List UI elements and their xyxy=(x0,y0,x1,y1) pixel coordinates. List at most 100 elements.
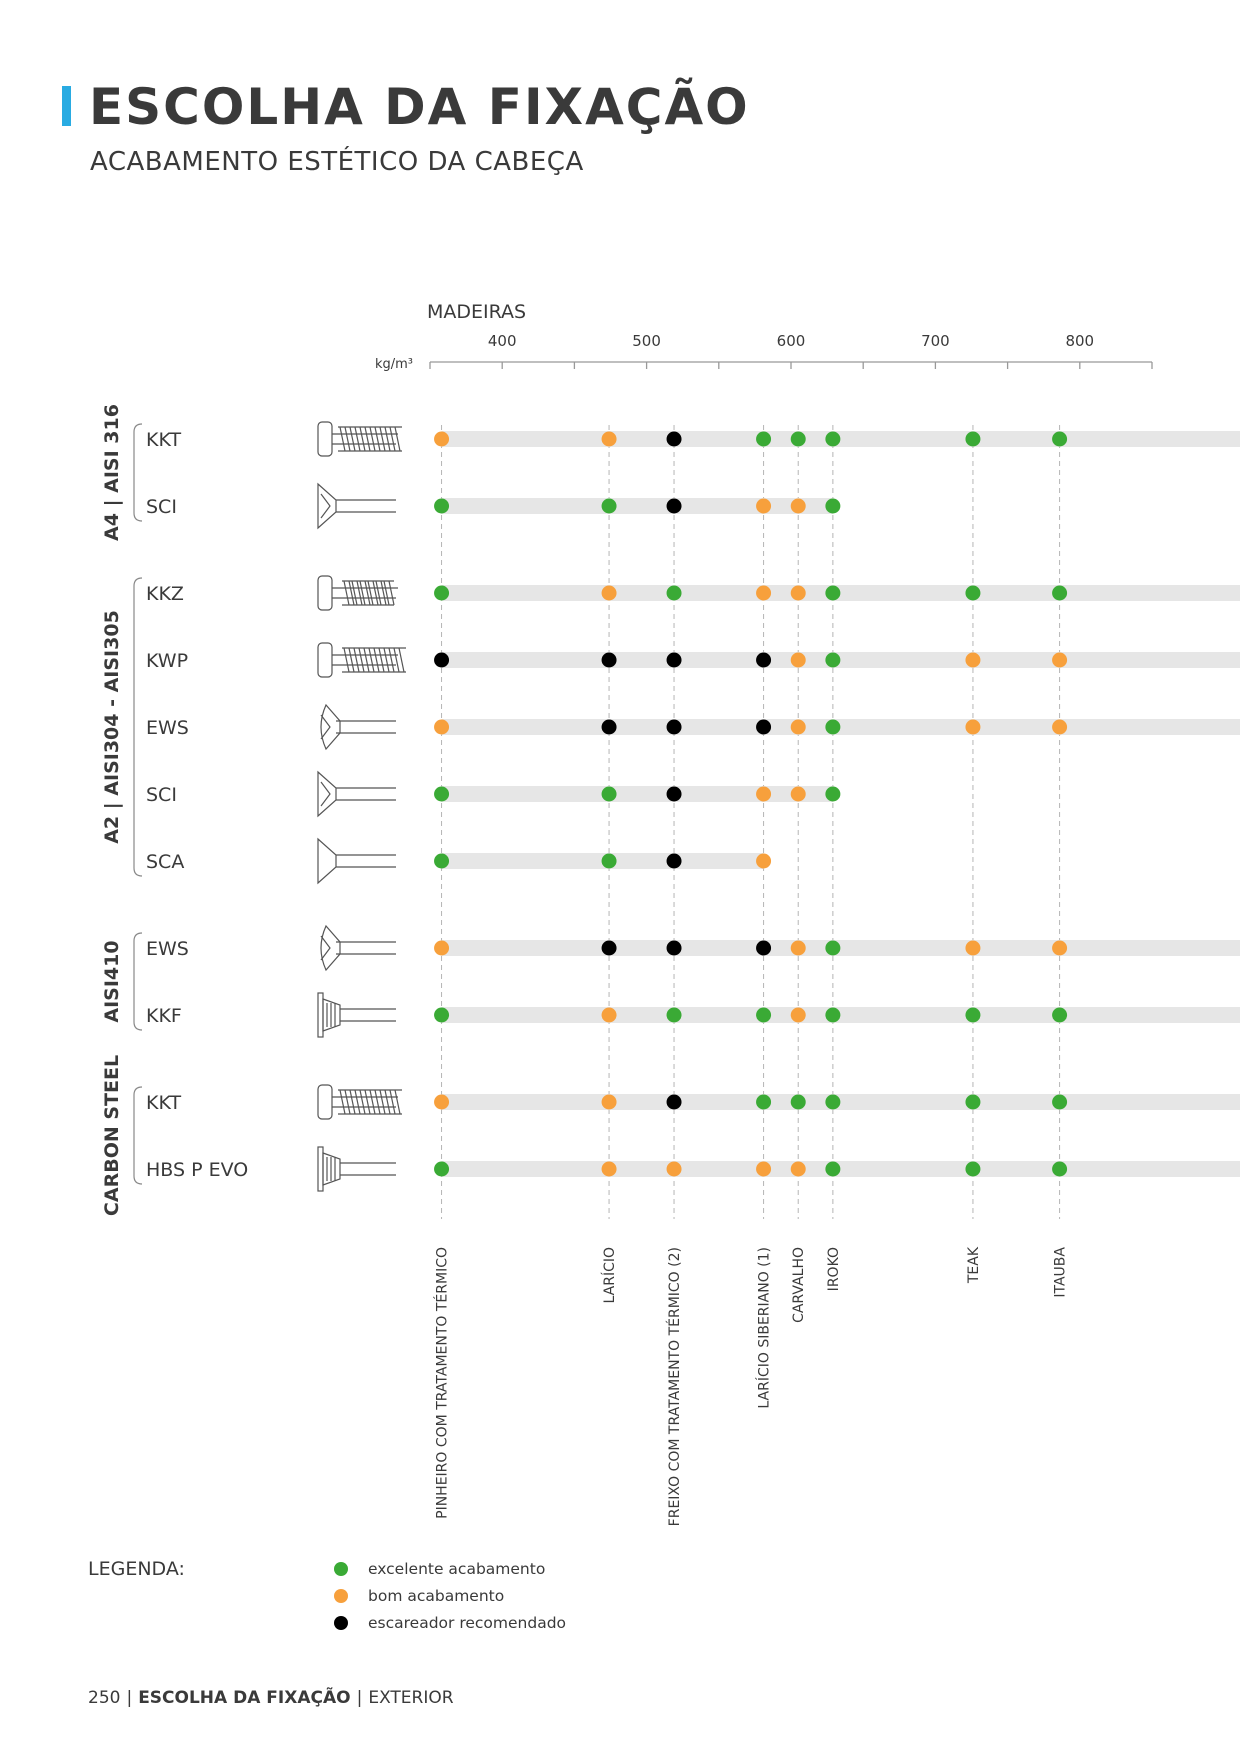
x-tick-label: 600 xyxy=(777,332,806,350)
mark-escareador xyxy=(601,940,617,956)
mark-excelente xyxy=(434,585,450,601)
mark-escareador xyxy=(434,652,450,668)
screw-ews-icon xyxy=(320,924,396,972)
mark-bom xyxy=(790,652,806,668)
group-label: AISI410 xyxy=(101,940,123,1022)
mark-excelente xyxy=(601,498,617,514)
mark-bom xyxy=(965,940,981,956)
screw-thread xyxy=(358,647,365,673)
product-label: SCA xyxy=(146,851,184,873)
mark-bom xyxy=(601,585,617,601)
group-bracket xyxy=(133,423,143,522)
screw-head xyxy=(320,703,341,751)
screw-ews-icon xyxy=(320,703,396,751)
mark-bom xyxy=(965,652,981,668)
screw-thread xyxy=(354,426,361,452)
screw-thread xyxy=(343,580,350,606)
screw-thread xyxy=(364,580,371,606)
screw-thread xyxy=(349,426,356,452)
wood-label: LARÍCIO xyxy=(601,1247,618,1303)
screw-thread xyxy=(384,1089,391,1115)
screw-kkf-icon xyxy=(317,992,396,1038)
mark-escareador xyxy=(666,652,682,668)
mark-excelente xyxy=(666,585,682,601)
screw-thread xyxy=(388,580,395,606)
screw-head-detail xyxy=(320,935,331,961)
mark-excelente xyxy=(1052,431,1068,447)
screw-kkz-icon xyxy=(317,575,398,611)
screw-thread xyxy=(375,580,382,606)
mark-excelente xyxy=(825,940,841,956)
screw-thread xyxy=(359,426,366,452)
mark-escareador xyxy=(601,652,617,668)
group-label: A2 | AISI304 - AISI305 xyxy=(101,610,123,844)
mark-escareador xyxy=(666,498,682,514)
screw-thread xyxy=(339,426,346,452)
screw-thread xyxy=(389,1089,396,1115)
title-accent-bar xyxy=(62,86,71,126)
screw-kkt-icon xyxy=(317,1084,402,1120)
footer-separator: | xyxy=(126,1688,133,1708)
mark-excelente xyxy=(756,431,772,447)
page-footer: 250|ESCOLHA DA FIXAÇÃO|EXTERIOR xyxy=(88,1688,454,1708)
mark-excelente xyxy=(434,498,450,514)
x-tick-label: 800 xyxy=(1065,332,1094,350)
axis-unit: kg/m³ xyxy=(375,357,413,372)
screw-thread xyxy=(379,426,386,452)
mark-excelente xyxy=(965,431,981,447)
mark-escareador xyxy=(601,719,617,735)
screw-thread xyxy=(373,647,380,673)
mark-escareador xyxy=(666,431,682,447)
legend-dot-excelente xyxy=(334,1561,348,1576)
wood-label: FREIXO COM TRATAMENTO TÉRMICO (2) xyxy=(666,1247,683,1526)
legend-dot-bom xyxy=(334,1588,348,1603)
group-bracket xyxy=(133,577,143,877)
wood-label: PINHEIRO COM TRATAMENTO TÉRMICO xyxy=(434,1247,451,1519)
mark-excelente xyxy=(825,585,841,601)
mark-escareador xyxy=(666,719,682,735)
screw-thread xyxy=(356,580,363,606)
x-tick-label: 400 xyxy=(488,332,517,350)
screw-washer xyxy=(317,1146,324,1192)
screw-sci-icon xyxy=(317,482,396,530)
screw-thread xyxy=(364,1089,371,1115)
mark-excelente xyxy=(825,498,841,514)
row-track xyxy=(441,585,1240,601)
mark-bom xyxy=(1052,652,1068,668)
group-label: A4 | AISI 316 xyxy=(101,404,123,541)
screw-thread xyxy=(344,1089,351,1115)
page-number: 250 xyxy=(88,1688,121,1708)
screw-head xyxy=(322,998,341,1032)
row-track xyxy=(441,1161,1240,1177)
legend-dot-escareador xyxy=(334,1615,348,1630)
mark-excelente xyxy=(666,1007,682,1023)
row-track xyxy=(441,1094,1240,1110)
group-label: CARBON STEEL xyxy=(101,1055,123,1216)
screw-washer xyxy=(317,992,324,1038)
mark-bom xyxy=(790,940,806,956)
mark-excelente xyxy=(434,853,450,869)
mark-bom xyxy=(1052,940,1068,956)
mark-excelente xyxy=(790,1094,806,1110)
mark-escareador xyxy=(666,940,682,956)
mark-excelente xyxy=(434,786,450,802)
legend-title: LEGENDA: xyxy=(88,1558,185,1580)
mark-excelente xyxy=(601,853,617,869)
product-label: HBS P EVO xyxy=(146,1159,248,1181)
mark-excelente xyxy=(965,585,981,601)
product-label: KWP xyxy=(146,650,188,672)
screw-head-detail xyxy=(320,781,331,807)
product-label: SCI xyxy=(146,496,177,518)
mark-bom xyxy=(434,940,450,956)
mark-excelente xyxy=(434,1007,450,1023)
mark-bom xyxy=(756,498,772,514)
mark-bom xyxy=(790,719,806,735)
screw-thread xyxy=(369,426,376,452)
wood-label: LARÍCIO SIBERIANO (1) xyxy=(756,1247,773,1409)
legend-label-excelente: excelente acabamento xyxy=(368,1559,546,1578)
row-track xyxy=(441,1007,1240,1023)
mark-bom xyxy=(790,1007,806,1023)
legend-label-bom: bom acabamento xyxy=(368,1586,505,1605)
mark-bom xyxy=(601,1007,617,1023)
